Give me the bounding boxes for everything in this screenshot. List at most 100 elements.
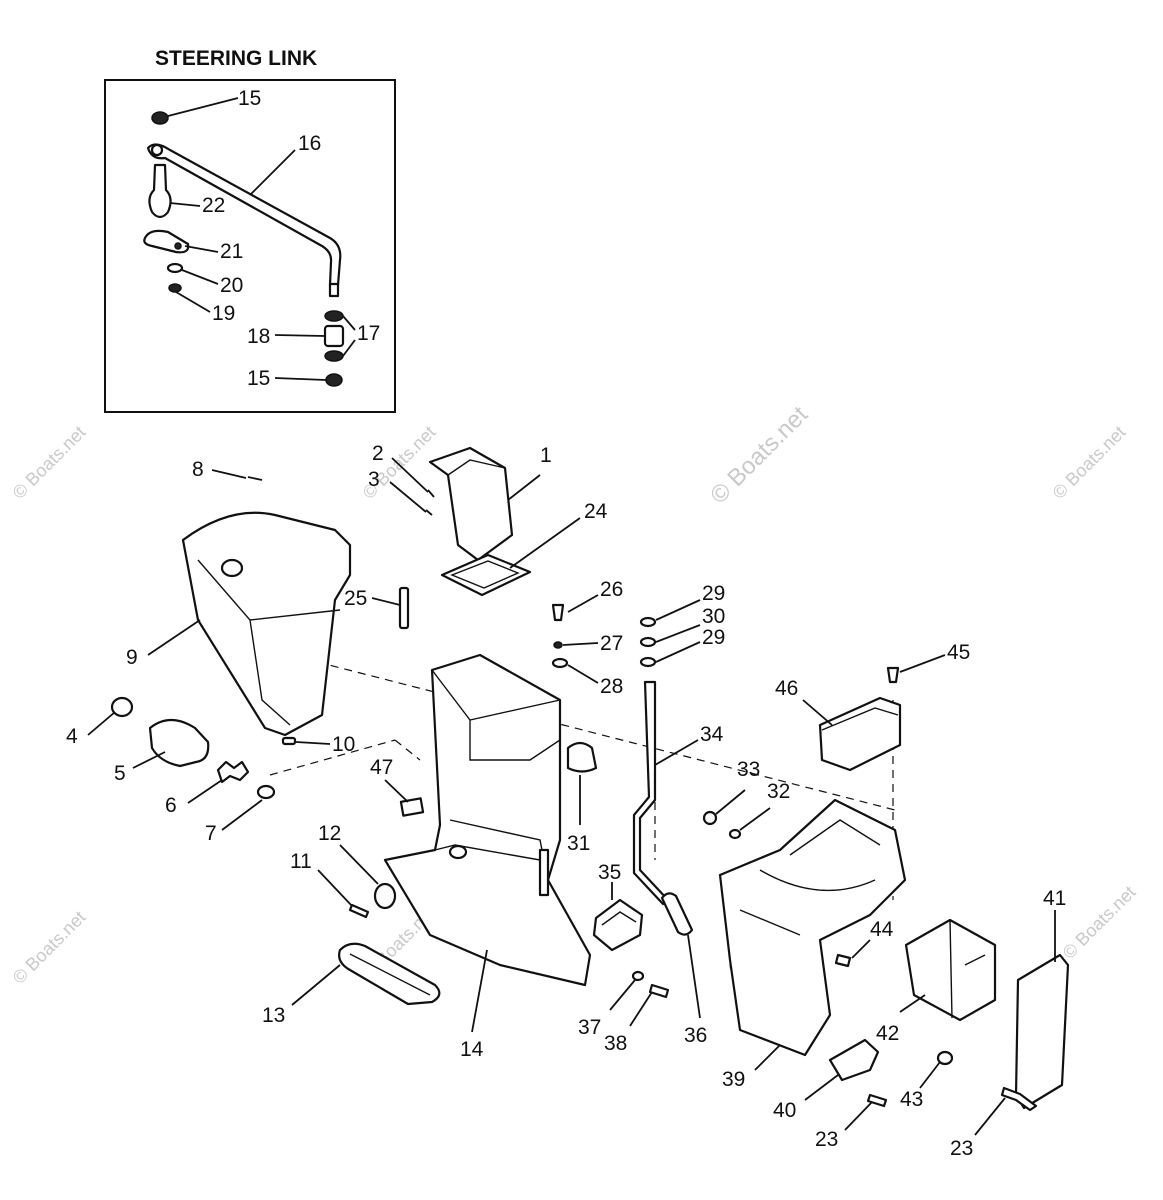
screw-33 (702, 810, 718, 826)
callout-12: 12 (318, 822, 341, 845)
anode-40 (828, 1038, 880, 1082)
screw-45 (886, 666, 900, 684)
leader-21 (184, 245, 219, 253)
decal-47 (399, 797, 425, 817)
callout-23b: 23 (950, 1137, 973, 1160)
leader-3 (389, 481, 427, 513)
pin-8 (247, 476, 263, 481)
callout-15b: 15 (247, 367, 270, 390)
cover-46 (818, 696, 902, 772)
bolt-38 (648, 983, 670, 999)
exhaust-gasket-inner (450, 560, 520, 589)
screw-26 (551, 603, 565, 622)
watermark-right-bottom: © Boats.net (1059, 882, 1140, 963)
leader-15b (274, 377, 327, 381)
callout-42: 42 (876, 1022, 899, 1045)
ring-7 (256, 784, 276, 800)
callout-11: 11 (290, 850, 312, 873)
callout-36: 36 (684, 1024, 707, 1047)
leader-16 (249, 149, 296, 196)
steering-link-inset: STEERING LINK (104, 47, 396, 413)
leader-14 (471, 949, 488, 1033)
callout-20: 20 (220, 274, 243, 297)
seal-ring-inner (349, 953, 431, 996)
exhaust-tube-face (447, 459, 506, 476)
callout-13: 13 (262, 1004, 285, 1027)
washer-29-bottom (639, 656, 657, 668)
leader-38 (629, 991, 653, 1027)
callout-46: 46 (775, 677, 798, 700)
plate-35-detail (601, 911, 637, 926)
callout-17: 17 (357, 322, 380, 345)
callout-30: 30 (702, 605, 725, 628)
callout-9: 9 (126, 646, 138, 669)
callout-5: 5 (114, 762, 126, 785)
watermark-group: © Boats.net © Boats.net © Boats.net © Bo… (9, 401, 1140, 988)
nut-37 (631, 970, 645, 982)
plug-12 (373, 882, 397, 910)
leader-13 (291, 964, 341, 1006)
watermark-main: © Boats.net (705, 401, 813, 509)
callout-7: 7 (205, 822, 217, 845)
leader-33 (715, 789, 746, 815)
leader-6 (187, 779, 223, 804)
leader-43 (919, 1061, 941, 1089)
leader-17b (342, 339, 356, 357)
lower-housing-deck (739, 819, 881, 936)
upper-cover-inner (197, 559, 341, 726)
alignment-dash-2 (269, 739, 396, 776)
callout-33: 33 (737, 758, 760, 781)
callout-38: 38 (604, 1032, 627, 1055)
screw-44 (834, 953, 852, 968)
leader-11 (317, 869, 353, 907)
callout-45: 45 (947, 641, 970, 664)
leader-12 (339, 844, 379, 885)
leader-29a (655, 599, 701, 621)
leader-4 (87, 711, 116, 736)
callout-3: 3 (368, 468, 380, 491)
main-assembly (87, 446, 1070, 1136)
leader-26 (567, 594, 599, 613)
leader-39 (754, 1044, 781, 1071)
callout-44: 44 (870, 918, 894, 941)
alignment-dash-1 (289, 654, 896, 811)
callout-1: 1 (540, 444, 552, 467)
leader-32 (739, 807, 771, 831)
washer-28 (551, 657, 569, 669)
callout-24: 24 (584, 500, 608, 523)
leader-45 (899, 654, 946, 673)
callout-41: 41 (1043, 887, 1066, 910)
washer-20 (166, 262, 184, 274)
callout-4: 4 (66, 725, 78, 748)
callout-28: 28 (600, 675, 623, 698)
callout-16: 16 (298, 132, 321, 155)
grommet-nut-4 (110, 696, 134, 718)
callout-2: 2 (372, 442, 384, 465)
leader-40 (804, 1074, 839, 1101)
watermark-left-top: © Boats.net (9, 422, 90, 503)
callout-39: 39 (722, 1068, 745, 1091)
leader-24 (509, 517, 581, 569)
callout-32: 32 (767, 780, 790, 803)
cover-42-detail (949, 919, 986, 1019)
leader-15a (167, 97, 239, 117)
screw-2 (427, 489, 435, 498)
callout-43: 43 (900, 1088, 923, 1111)
inset-title: STEERING LINK (155, 47, 317, 70)
leader-47 (384, 779, 409, 803)
callout-27: 27 (600, 632, 623, 655)
ball-stud (148, 163, 172, 219)
nut-43 (936, 1050, 954, 1066)
side-plate-41 (1014, 953, 1070, 1110)
watermark-left-bottom: © Boats.net (9, 907, 90, 988)
callout-31: 31 (567, 832, 590, 855)
leader-30 (655, 624, 701, 643)
nut-19 (168, 283, 182, 293)
leader-1 (507, 474, 541, 501)
leader-23b (974, 1097, 1006, 1136)
callout-40: 40 (773, 1099, 796, 1122)
exhaust-gasket (440, 553, 532, 597)
callout-8: 8 (192, 458, 204, 481)
leader-46 (802, 699, 833, 726)
